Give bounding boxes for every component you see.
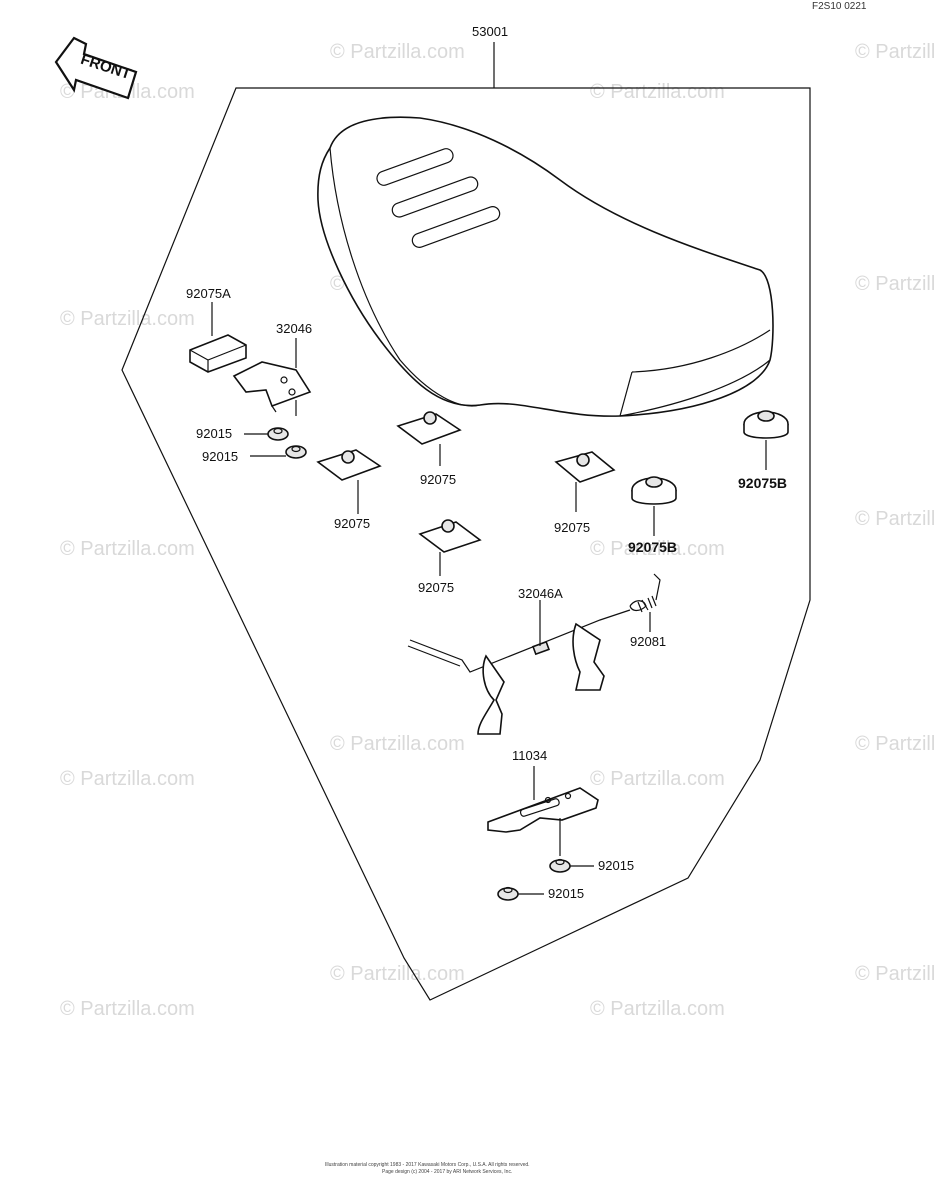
- watermark: © Partzilla.com: [330, 963, 465, 985]
- part-label-32046a: 32046A: [518, 586, 563, 601]
- part-label-92015-a: 92015: [196, 426, 232, 441]
- damper-icon: [316, 411, 616, 553]
- watermark: © Partzilla.com: [590, 538, 725, 560]
- watermark: © Partzilla.com: [590, 768, 725, 790]
- watermark: © Partzilla.com: [590, 81, 725, 103]
- assembly-outline: [121, 87, 811, 1001]
- damper-round-icon: [631, 410, 789, 505]
- part-label-92075-b: 92075: [420, 472, 456, 487]
- copyright-line-1: Illustration material copyright 1983 - 2…: [325, 1162, 530, 1168]
- copyright-line-2: Page design (c) 2004 - 2017 by ARI Netwo…: [382, 1169, 512, 1175]
- part-label-92075a: 92075A: [186, 286, 231, 301]
- seat-icon: [317, 116, 774, 417]
- part-label-92075-a: 92075: [334, 516, 370, 531]
- part-label-92015-d: 92015: [548, 886, 584, 901]
- watermark: © Partzilla.com: [855, 41, 934, 63]
- bracket-32046-icon: [232, 361, 312, 413]
- plate-icon: [487, 787, 599, 833]
- watermark: © Partzilla.com: [855, 273, 934, 295]
- part-label-92081: 92081: [630, 634, 666, 649]
- part-label-92015-c: 92015: [598, 858, 634, 873]
- part-label-53001: 53001: [472, 24, 508, 39]
- watermark: © Partzilla.com: [60, 308, 195, 330]
- nut-icon: [267, 427, 307, 459]
- watermark: © Partzilla.com: [330, 733, 465, 755]
- holder-92075a-icon: [189, 334, 247, 373]
- lock-rod-icon: [407, 609, 631, 735]
- watermark: © Partzilla.com: [60, 998, 195, 1020]
- part-label-92075-d: 92075: [554, 520, 590, 535]
- watermark: © Partzilla.com: [330, 41, 465, 63]
- watermark: © Partzilla.com: [855, 733, 934, 755]
- part-label-92075-c: 92075: [418, 580, 454, 595]
- part-label-32046: 32046: [276, 321, 312, 336]
- watermark: © Partzilla.com: [855, 963, 934, 985]
- part-label-11034: 11034: [512, 748, 547, 763]
- watermark: © Partzilla.com: [60, 768, 195, 790]
- part-label-92075b-a: 92075B: [738, 475, 787, 491]
- diagram-code: F2S10 0221: [812, 1, 867, 12]
- nut-icon: [497, 858, 571, 901]
- watermark: © Partzilla.com: [60, 538, 195, 560]
- watermark: © Partzilla.com: [590, 998, 725, 1020]
- spring-icon: [629, 573, 661, 613]
- part-label-92015-b: 92015: [202, 449, 238, 464]
- part-label-92075b-b: 92075B: [628, 539, 677, 555]
- watermark: © Partzilla.com: [855, 508, 934, 530]
